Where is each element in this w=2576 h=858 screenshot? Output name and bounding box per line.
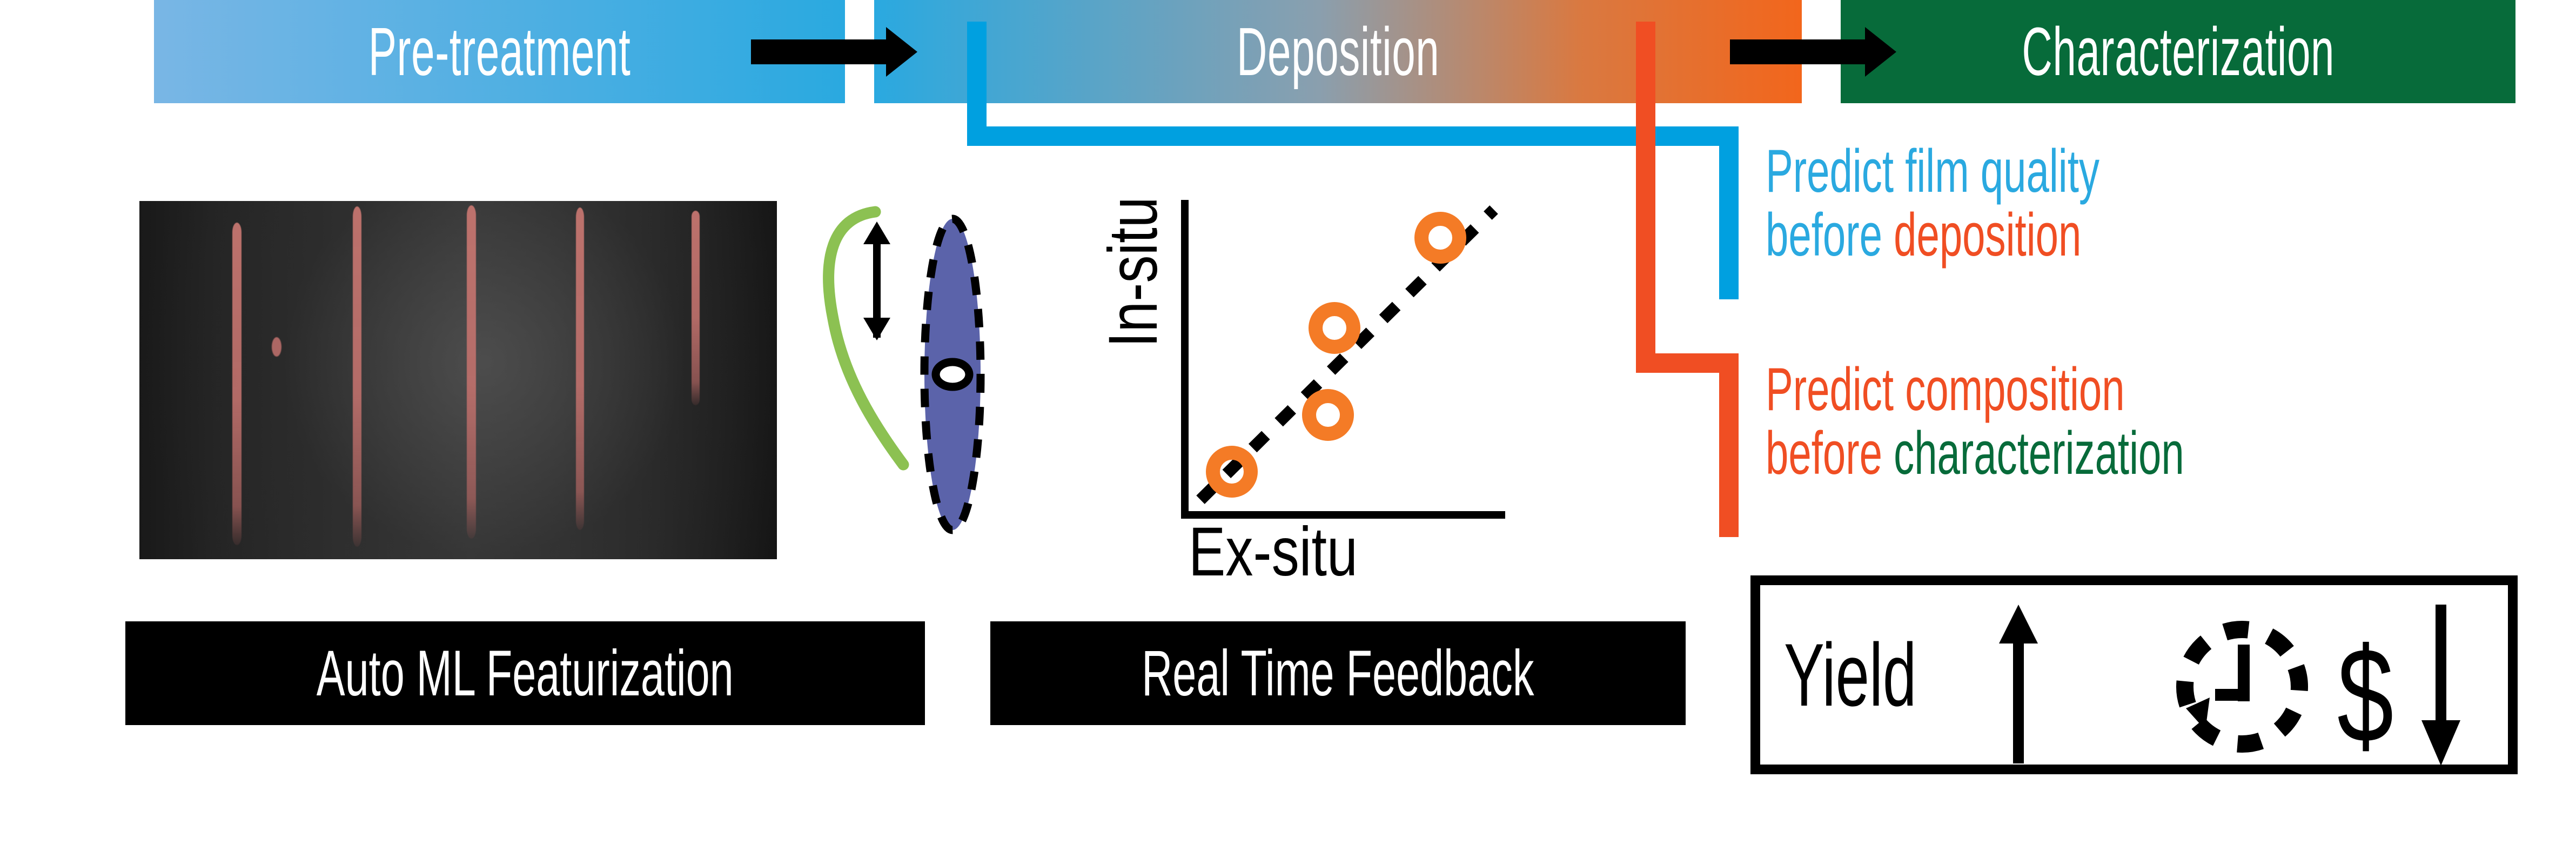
scatter-point: [1309, 302, 1360, 354]
droplet-center-marker: [931, 358, 974, 391]
caption-bar-auto-ml-featurization: Auto ML Featurization: [125, 621, 925, 725]
y-axis-label: In-situ: [1095, 159, 1172, 386]
banner-label-pre-treatment: Pre-treatment: [368, 13, 631, 90]
scatter-markers: [1206, 212, 1466, 498]
scatter-point: [1414, 212, 1466, 264]
banner-segment-characterization: Characterization: [1841, 0, 2515, 103]
caption-auto-ml-featurization-text: Auto ML Featurization: [317, 637, 734, 709]
prediction-2-line2-before: before: [1766, 419, 1894, 487]
prediction-composition: Predict composition before characterizat…: [1766, 358, 2381, 485]
prediction-2-line2-characterization: characterization: [1894, 419, 2184, 487]
clock-with-rotation-arrow-icon: [2176, 621, 2308, 753]
prediction-film-quality: Predict film quality before deposition: [1766, 139, 2257, 267]
prediction-1-line1: Predict film quality: [1766, 137, 2099, 205]
banner-label-deposition: Deposition: [1236, 13, 1440, 90]
caption-real-time-feedback-text: Real Time Feedback: [1142, 637, 1534, 709]
y-axis-label-text: In-situ: [1095, 197, 1172, 348]
outcome-summary-box: Yield $: [1750, 575, 2518, 774]
insitu-vs-exsitu-scatter-plot: In-situ Ex-situ: [1054, 178, 1518, 587]
svg-text:$: $: [2337, 620, 2393, 770]
banner-label-characterization: Characterization: [2022, 13, 2335, 90]
prediction-1-line2-deposition: deposition: [1894, 201, 2082, 269]
x-axis-label-text: Ex-situ: [1189, 513, 1358, 591]
dollar-sign-icon: $: [2337, 620, 2393, 770]
scatter-point: [1206, 446, 1258, 498]
caption-bar-real-time-feedback: Real Time Feedback: [990, 621, 1686, 725]
x-axis-label: Ex-situ: [1189, 518, 1400, 587]
prediction-2-line1: Predict composition: [1766, 356, 2125, 423]
scatter-point: [1302, 389, 1354, 441]
outcome-icons: $: [1999, 605, 2460, 770]
yield-up-arrow-icon: [1999, 605, 2038, 763]
x-axis-line: [1181, 511, 1505, 519]
green-trajectory-curve: [823, 206, 909, 471]
cost-down-arrow-icon: [2421, 605, 2460, 766]
banner-segment-pre-treatment: Pre-treatment: [154, 0, 845, 103]
film-photograph: [139, 201, 777, 559]
prediction-1-line2-before: before: [1766, 201, 1894, 269]
y-axis-line: [1181, 200, 1189, 519]
droplet-oscillation-diagram: [800, 184, 1027, 562]
double-arrow-icon: [863, 222, 890, 340]
banner-segment-deposition: Deposition: [874, 0, 1802, 103]
yield-label: Yield: [1784, 625, 1917, 725]
